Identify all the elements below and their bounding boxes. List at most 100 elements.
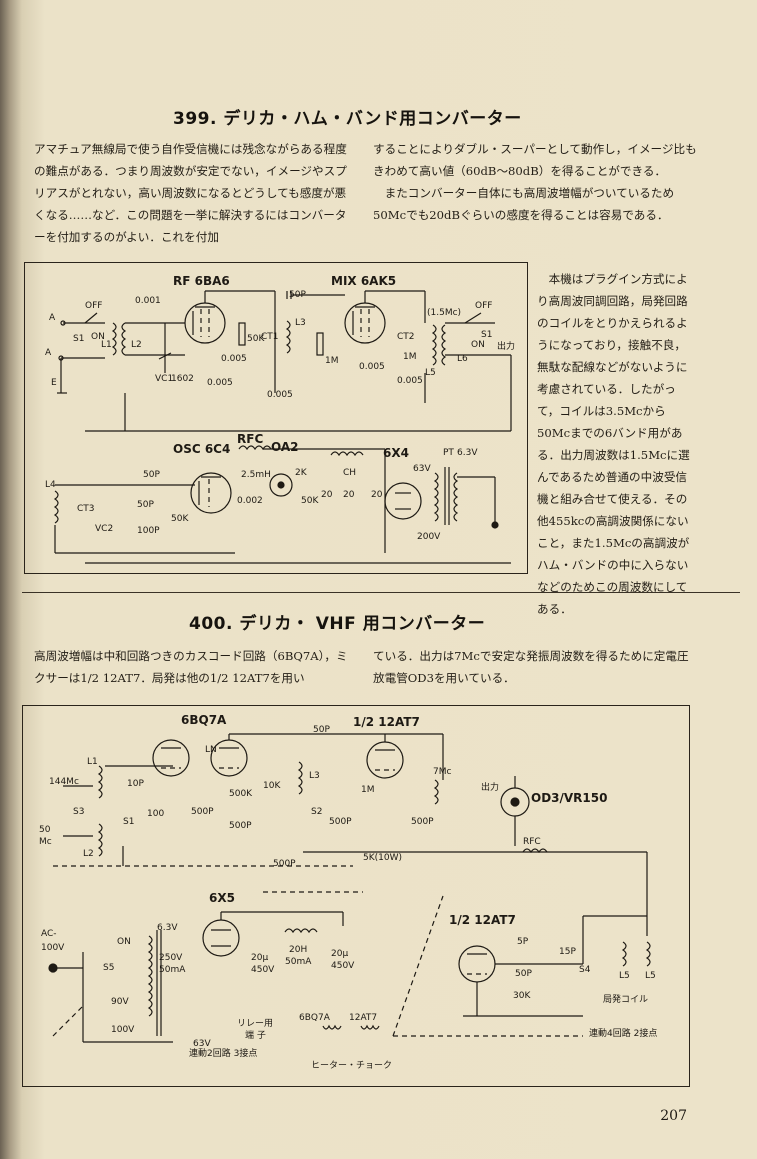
label-l1: L1 [101,340,112,350]
choke-20h [284,928,318,934]
coil-l5 [431,324,437,366]
label-r25: 2.5mH [241,470,271,480]
label-on: ON [117,937,131,947]
label-c10p: 10P [127,779,144,789]
tube-mix-6ak5 [344,302,386,344]
section-divider [22,592,740,593]
label-mc50b: Mc [39,837,52,847]
tube-rf-6ba6 [184,302,226,344]
coil-l2 [121,322,127,356]
label-rfc: RFC [237,432,263,446]
label-c100p: 100P [137,526,160,536]
label-term: 端 子 [245,1029,266,1041]
label-gang2: 連動2回路 3接点 [189,1047,257,1059]
label-r1602: 1602 [171,374,194,384]
label-v450b: 450V [331,961,355,971]
label-v63b: 63V [193,1039,211,1049]
label-ch: CH [343,468,356,478]
label-r30k: 30K [513,991,531,1001]
choke-heater-1 [322,1024,342,1030]
power-transformer-primary [147,935,153,1017]
coil-l6 [441,324,447,366]
label-ct3: CT3 [77,504,95,514]
label-ct2: CT2 [397,332,415,342]
label-s1: S1 [123,817,134,827]
label-off1: OFF [85,301,102,311]
section-400-right-text: ている．出力は7Mcで安定な発振周波数を得るために定電圧放電管OD3を用いている… [373,649,689,685]
label-mc50a: 50 [39,825,51,835]
label-h12at7: 12AT7 [349,1013,377,1023]
coil-out-7mc [433,779,439,805]
label-v100: 100V [41,943,65,953]
label-v100b: 100V [111,1025,135,1035]
label-c20b: 20μ [331,949,348,959]
label-mc7: 7Mc [433,767,451,777]
label-c0002: 0.002 [237,496,263,506]
label-mc15: (1.5Mc) [427,308,461,318]
label-osc-6c4: OSC 6C4 [173,442,230,456]
label-c001: 0.001 [135,296,161,306]
label-v63: 6.3V [157,923,178,933]
choke-heater-2 [360,1024,380,1030]
label-r500k: 500K [229,789,253,799]
label-s1a: S1 [73,334,84,344]
page-number: 207 [660,1108,687,1124]
label-r1m2: 1M [403,352,417,362]
tube-osc-6c4 [190,472,232,514]
resistor-50k [238,322,246,346]
label-r5k: 5K(10W) [363,853,402,863]
label-r2k: 2K [295,468,308,478]
label-c50p3: 50P [137,500,154,510]
label-r50k3: 50K [301,496,319,506]
section-399-left-text: アマチュア無線局で使う自作受信機には残念ながらある程度の難点がある．つまり周波数… [34,142,347,244]
tube-12at7-osc [458,945,496,983]
label-6x5: 6X5 [209,891,235,905]
label-c20c: 20 [371,490,383,500]
label-12at7-mix: 1/2 12AT7 [353,715,420,729]
choke-rfc [522,848,548,854]
power-plug-icon [491,521,499,529]
label-off2: OFF [475,301,492,311]
transformer-pt-primary [433,472,439,522]
label-a1: A [49,313,56,323]
coil-l1 [111,322,117,356]
tube-6x5 [202,919,240,957]
label-rf-6ba6: RF 6BA6 [173,274,230,288]
coil-l1 [97,765,103,799]
label-mc144: 144Mc [49,777,79,787]
label-v450a: 450V [251,965,275,975]
label-e: E [51,378,57,388]
section-399-side-text: 本機はプラグイン方式により高周波同調回路，局発回路のコイルをとりかえられるように… [537,272,690,616]
label-gang4: 連動4回路 2接点 [589,1027,657,1039]
label-ma50b: 50mA [285,957,312,967]
tube-12at7-mix [366,741,404,779]
transformer-pt-secondary [453,472,459,522]
label-c0005c: 0.005 [267,390,293,400]
label-l5: L5 [425,368,436,378]
label-v250: 250V [159,953,183,963]
label-ln: LN [205,745,217,755]
label-on2: ON [471,340,485,350]
resistor-1m [316,332,324,356]
label-h6bq7a: 6BQ7A [299,1013,331,1023]
label-pt: PT [443,448,454,458]
label-ac: AC- [41,929,57,939]
label-rfc: RFC [523,837,541,847]
label-l1: L1 [87,757,98,767]
label-h63: 6.3V [457,448,478,458]
label-s1b: S1 [481,330,492,340]
label-12at7-osc: 1/2 12AT7 [449,913,516,927]
label-relay: リレー用 [237,1018,273,1029]
label-c0005d: 0.005 [359,362,385,372]
schematic-399-frame: A A E S1 OFF ON L1 L2 0.001 VC1 1602 0.0… [24,262,528,574]
label-c5p: 5P [517,937,529,947]
label-c20a: 20μ [251,953,268,963]
label-l5a: L5 [619,971,630,981]
label-s2: S2 [311,807,322,817]
label-c500pe: 500P [411,817,434,827]
label-hchoke: ヒーター・チョーク [311,1060,392,1071]
label-r50k: 50K [247,334,265,344]
label-c500pb: 500P [229,821,252,831]
label-l5b: L5 [645,971,656,981]
